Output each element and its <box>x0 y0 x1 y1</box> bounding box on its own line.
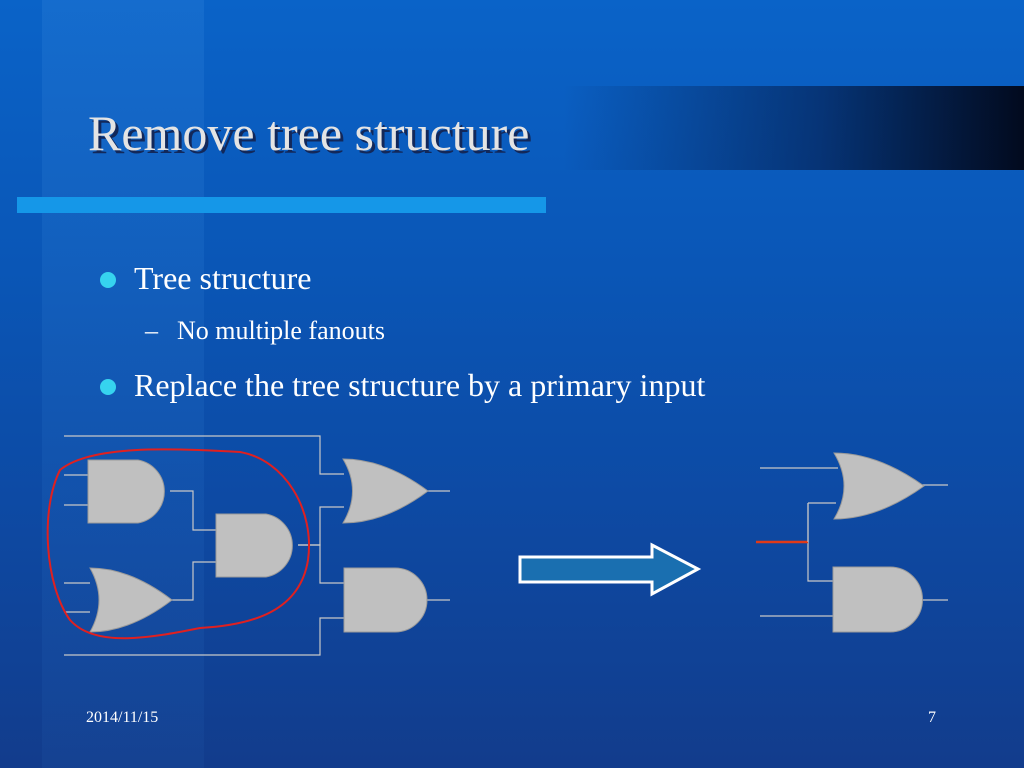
or-gate <box>342 458 429 524</box>
page-number: 7 <box>928 709 936 726</box>
bullet-2-text: Replace the tree structure by a primary … <box>134 367 706 403</box>
and-gate <box>87 459 165 524</box>
bullet-dot-icon <box>100 272 116 288</box>
highlight-circle <box>46 448 310 640</box>
wires <box>64 435 948 656</box>
bullet-dot-icon <box>100 379 116 395</box>
or-gate <box>833 452 925 520</box>
footer-date: 2014/11/15 <box>86 709 159 726</box>
dash-icon: – <box>145 316 158 345</box>
and-gate <box>343 567 428 633</box>
title-accent-bar <box>17 197 546 213</box>
right-arrow-icon <box>518 542 702 597</box>
and-gate <box>832 566 923 633</box>
and-gate <box>215 513 293 578</box>
or-gate <box>89 567 173 633</box>
slide-title: Remove tree structure <box>88 105 530 161</box>
title-band <box>0 86 1024 170</box>
bullet-1-text: Tree structure <box>134 260 312 296</box>
subbullet-1-text: No multiple fanouts <box>177 316 385 345</box>
